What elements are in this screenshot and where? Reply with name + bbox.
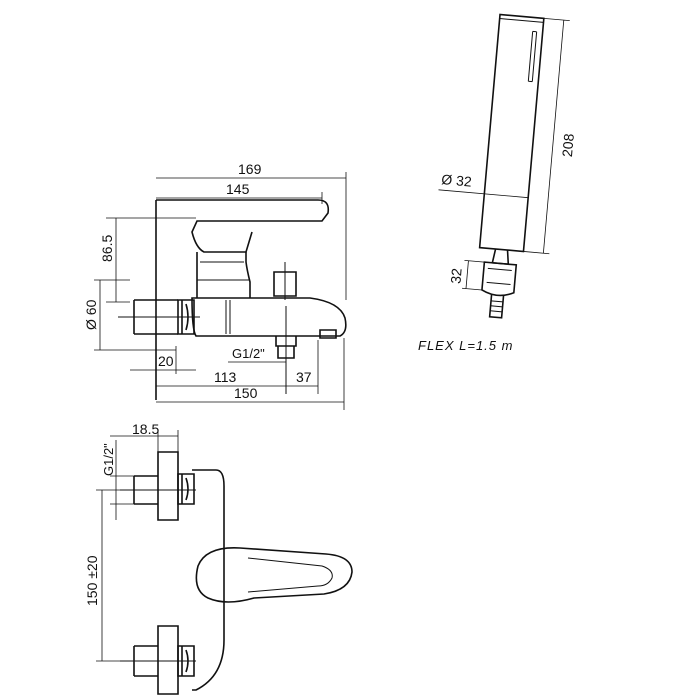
aerator: [319, 329, 337, 339]
dim-208-line: [523, 17, 570, 255]
dim-208: 208: [559, 133, 577, 158]
dim-113: 113: [214, 369, 237, 385]
side-view: 169 145 86.5 Ø 60 20 G1/2" 113 37 150: [83, 161, 347, 410]
dim-thread-front-line: [110, 440, 134, 520]
shower-head-line: [499, 18, 544, 23]
dim-60: Ø 60: [83, 299, 99, 330]
spout-body: [191, 297, 347, 337]
lever-front: [195, 547, 353, 603]
mixer-body: [192, 469, 225, 691]
dim-150-front-line: [96, 489, 120, 662]
dim-connector-32: 32: [447, 267, 464, 284]
dim-37: 37: [296, 369, 312, 385]
spout-shading: [225, 300, 231, 334]
hose-ridges: [490, 300, 504, 313]
dim-86-line: [106, 217, 196, 303]
dim-145: 145: [226, 181, 250, 197]
hose-connector: [481, 261, 518, 297]
cartridge-detail: [197, 261, 250, 281]
lower-escutcheon: [157, 625, 179, 695]
hose-length-note: FLEX L=1.5 m: [418, 338, 513, 353]
dim-150: 150: [234, 385, 258, 401]
dim-thread-line: [228, 340, 287, 363]
cartridge-column: [196, 252, 251, 298]
shower-cone: [491, 248, 510, 266]
dim-18-5-line: [110, 430, 179, 452]
dim-86-5: 86.5: [99, 235, 115, 262]
shower-spray-face: [527, 30, 538, 83]
dim-150-line: [156, 338, 345, 410]
diverter-knob: [273, 271, 297, 297]
dim-32-line: [438, 189, 529, 199]
dim-conn-line: [461, 259, 485, 291]
dim-thread-front: G1/2": [101, 443, 116, 476]
dim-145-line: [156, 192, 323, 204]
dim-20: 20: [158, 353, 174, 369]
front-view: 18.5 G1/2" 150 ±20: [84, 421, 353, 695]
upper-nut: [177, 473, 195, 505]
dim-37-line: [286, 340, 319, 394]
dim-60-line: [94, 279, 176, 351]
hand-shower-view: 208 Ø 32 32: [438, 13, 577, 319]
upper-escutcheon: [157, 451, 179, 521]
dim-169: 169: [238, 161, 262, 177]
lever-slot: [247, 557, 333, 593]
lever-outline: [156, 199, 330, 253]
shower-handle: [478, 13, 545, 253]
connector-detail: [486, 267, 512, 285]
dim-thread-g12: G1/2": [232, 346, 265, 361]
dim-113-line: [156, 380, 287, 394]
dim-150-20: 150 ±20: [84, 555, 100, 606]
dim-20-line: [130, 346, 196, 390]
dim-169-line: [156, 172, 347, 300]
dim-18-5: 18.5: [132, 421, 159, 437]
dim-32: Ø 32: [441, 171, 473, 190]
